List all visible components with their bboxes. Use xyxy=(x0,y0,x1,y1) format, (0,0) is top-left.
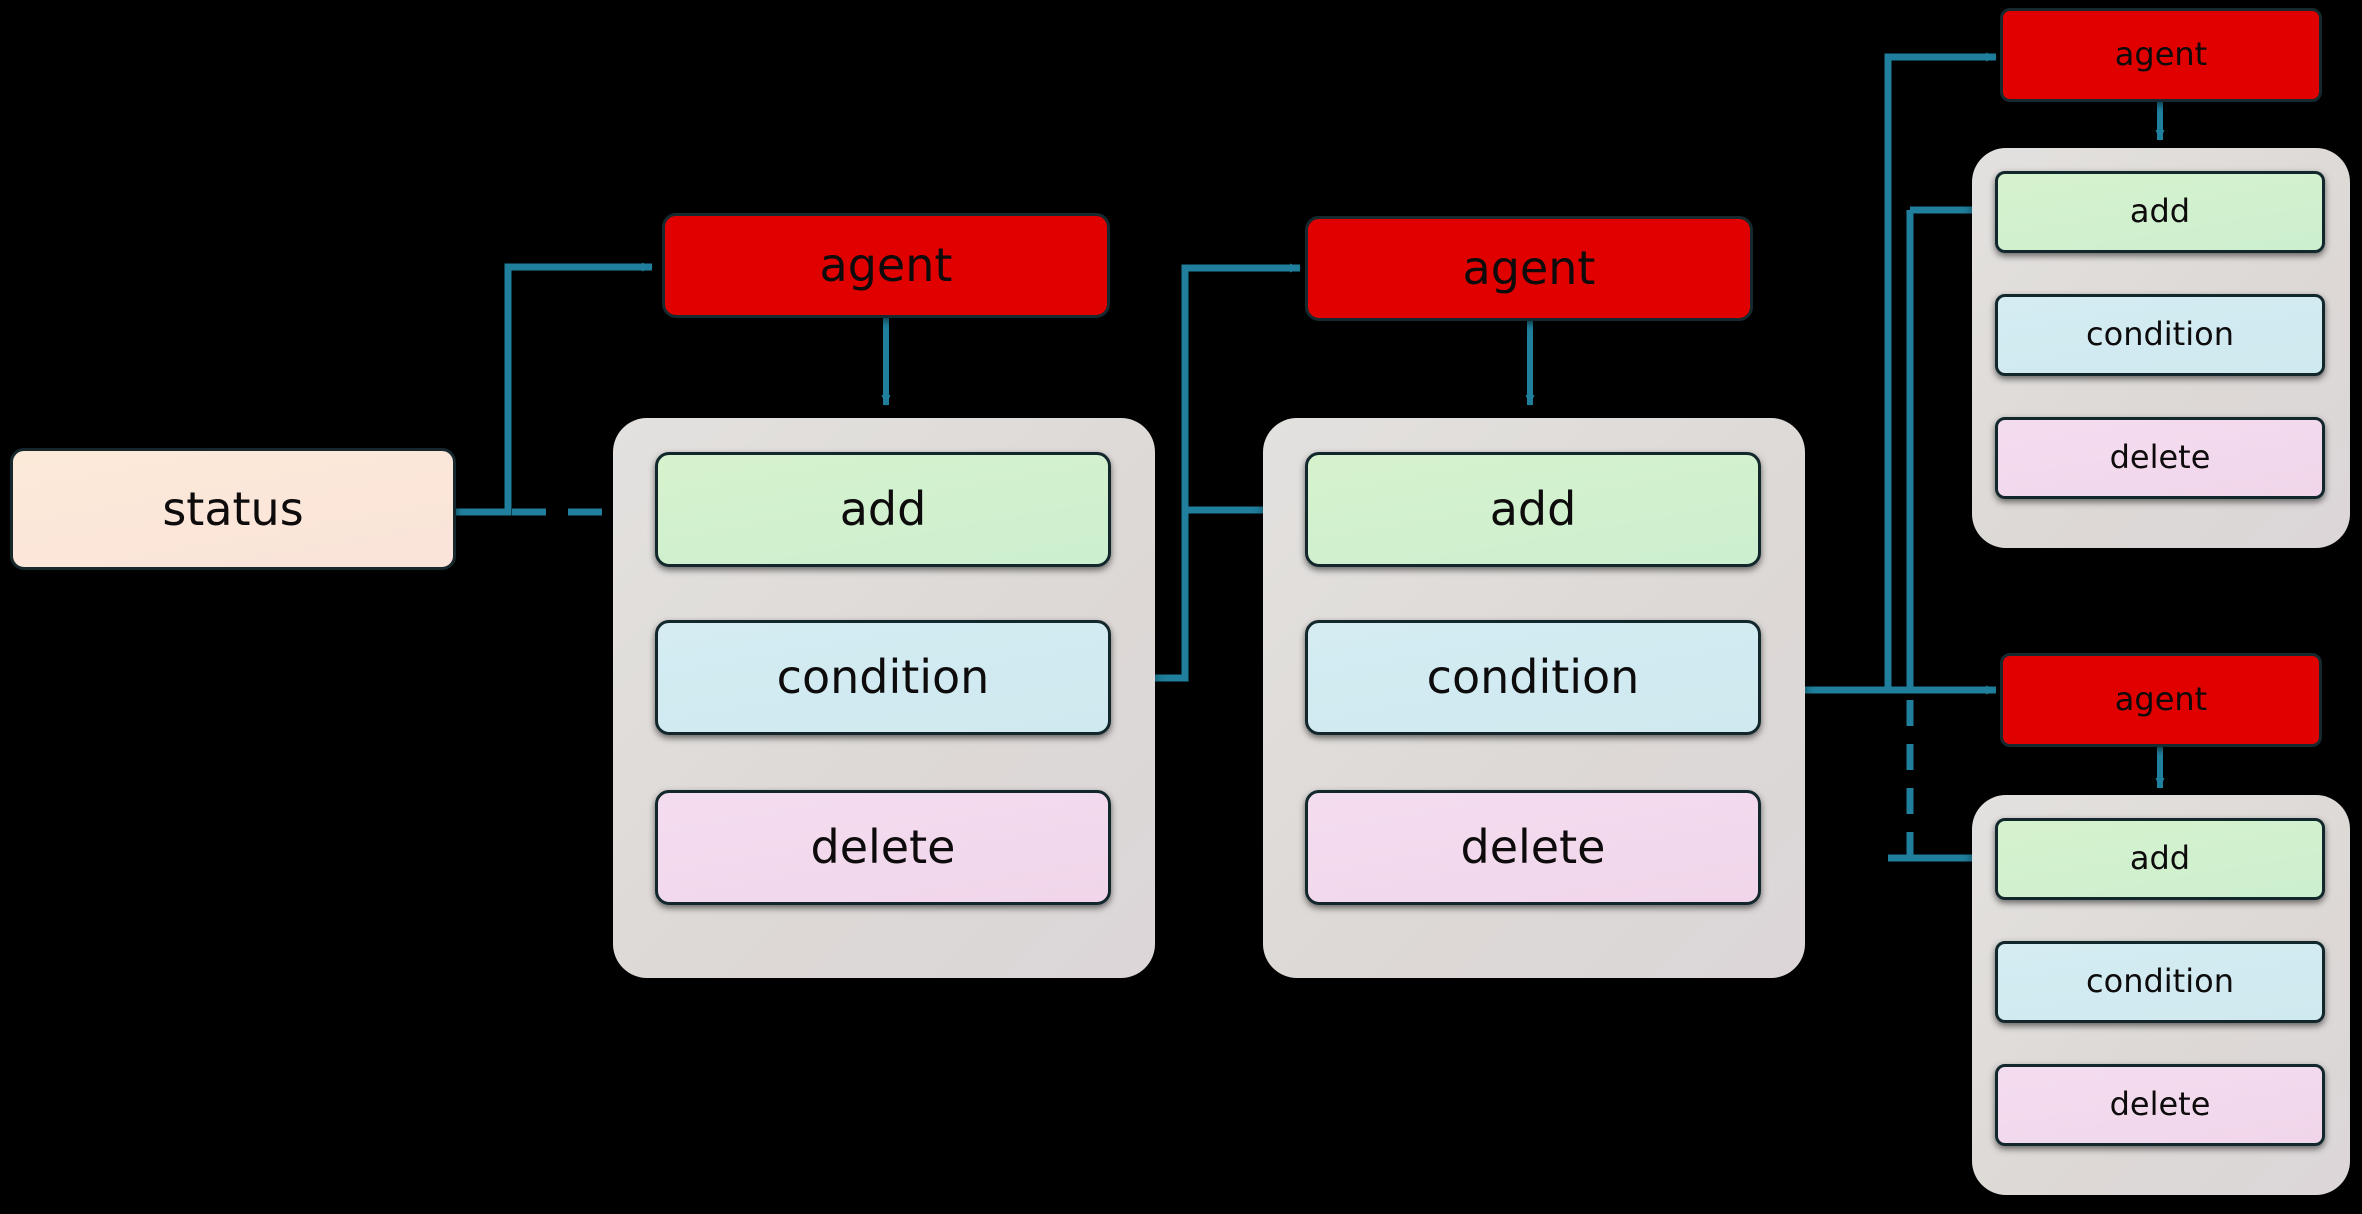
node-delete-1[interactable]: delete xyxy=(655,790,1111,905)
node-add-1[interactable]: add xyxy=(655,452,1111,567)
node-add-3[interactable]: add xyxy=(1995,171,2325,253)
node-add-4[interactable]: add xyxy=(1995,818,2325,900)
node-agent-2[interactable]: agent xyxy=(1305,216,1753,321)
node-agent-4[interactable]: agent xyxy=(2000,653,2322,747)
node-delete-3[interactable]: delete xyxy=(1995,417,2325,499)
node-condition-3[interactable]: condition xyxy=(1995,294,2325,376)
edge-status-agent1 xyxy=(456,262,653,516)
node-status[interactable]: status xyxy=(10,448,456,570)
node-condition-1[interactable]: condition xyxy=(655,620,1111,735)
node-delete-2[interactable]: delete xyxy=(1305,790,1761,905)
node-condition-2[interactable]: condition xyxy=(1305,620,1761,735)
node-condition-4[interactable]: condition xyxy=(1995,941,2325,1023)
node-delete-4[interactable]: delete xyxy=(1995,1064,2325,1146)
node-agent-1[interactable]: agent xyxy=(662,213,1110,318)
node-add-2[interactable]: add xyxy=(1305,452,1761,567)
edge-condition2-agent3 xyxy=(1761,52,1997,694)
node-agent-3[interactable]: agent xyxy=(2000,8,2322,102)
